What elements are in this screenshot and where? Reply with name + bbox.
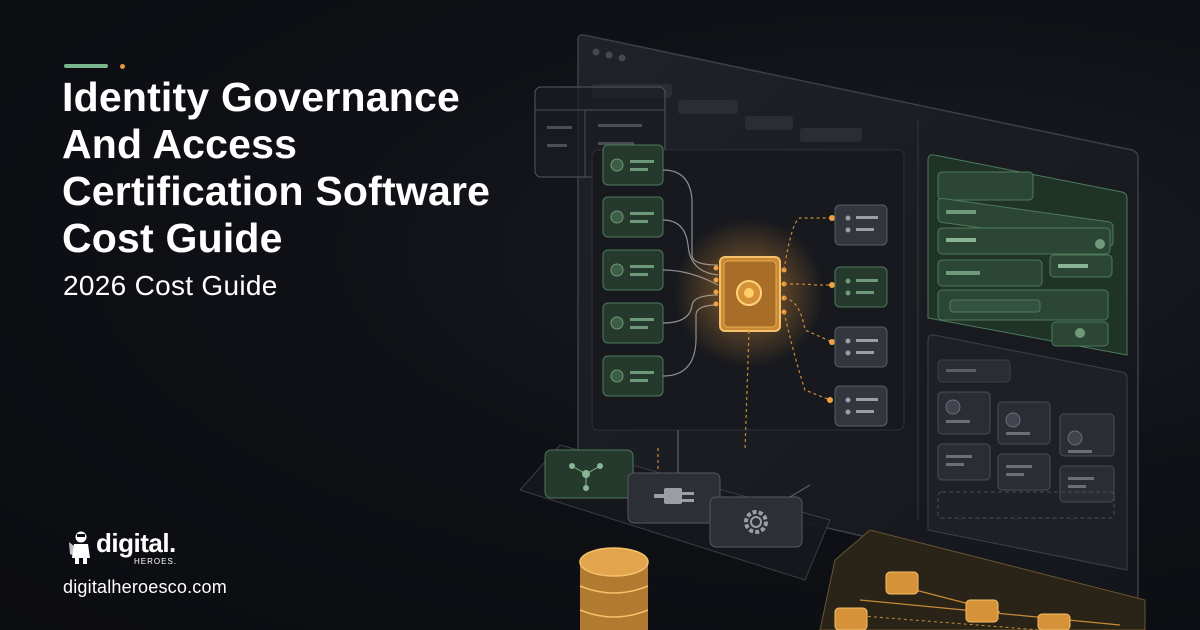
accent-bar <box>64 64 108 68</box>
network-hub-icon <box>544 449 634 499</box>
flow-node-left-1 <box>602 144 664 186</box>
workflow-panel <box>819 529 1146 630</box>
flow-node-right-3 <box>834 326 888 368</box>
toolbar-pill-4 <box>800 128 862 142</box>
toolbar-pill-2 <box>678 100 738 114</box>
page-subtitle: 2026 Cost Guide <box>63 270 278 301</box>
connector-dot-4 <box>827 397 833 403</box>
window-dot-2 <box>605 51 613 59</box>
flow-connectors-right <box>744 217 833 451</box>
form-panel <box>927 154 1128 356</box>
connector-dot-1 <box>829 215 835 221</box>
logo-subtext: HEROES. <box>134 557 178 566</box>
flow-node-left-4 <box>602 302 664 344</box>
flow-node-right-2 <box>834 266 888 308</box>
logo-wordmark: digital. <box>96 528 176 558</box>
window-dot-1 <box>592 48 600 56</box>
page-title: Identity Governance And Access Certifica… <box>62 74 491 261</box>
gear-icon <box>709 496 803 548</box>
toolbar-pill-3 <box>745 116 793 130</box>
tray-connector-2 <box>789 484 811 498</box>
flow-node-right-4 <box>834 385 888 427</box>
flow-node-right-1 <box>834 204 888 246</box>
flow-node-left-5 <box>602 355 664 397</box>
brand-logo[interactable]: digital. HEROES. <box>66 526 206 570</box>
database-icon <box>579 547 649 630</box>
chip-core-icon <box>713 256 787 332</box>
hero-mascot-icon <box>69 531 90 564</box>
website-link[interactable]: digitalheroesco.com <box>63 577 227 597</box>
connector-dot-3 <box>829 339 835 345</box>
flow-node-left-3 <box>602 249 664 291</box>
grid-panel <box>927 334 1128 571</box>
plug-icon <box>627 472 721 524</box>
accent-dot <box>120 64 125 69</box>
window-dot-3 <box>618 54 626 62</box>
flow-node-left-2 <box>602 196 664 238</box>
connector-dot-2 <box>829 282 835 288</box>
